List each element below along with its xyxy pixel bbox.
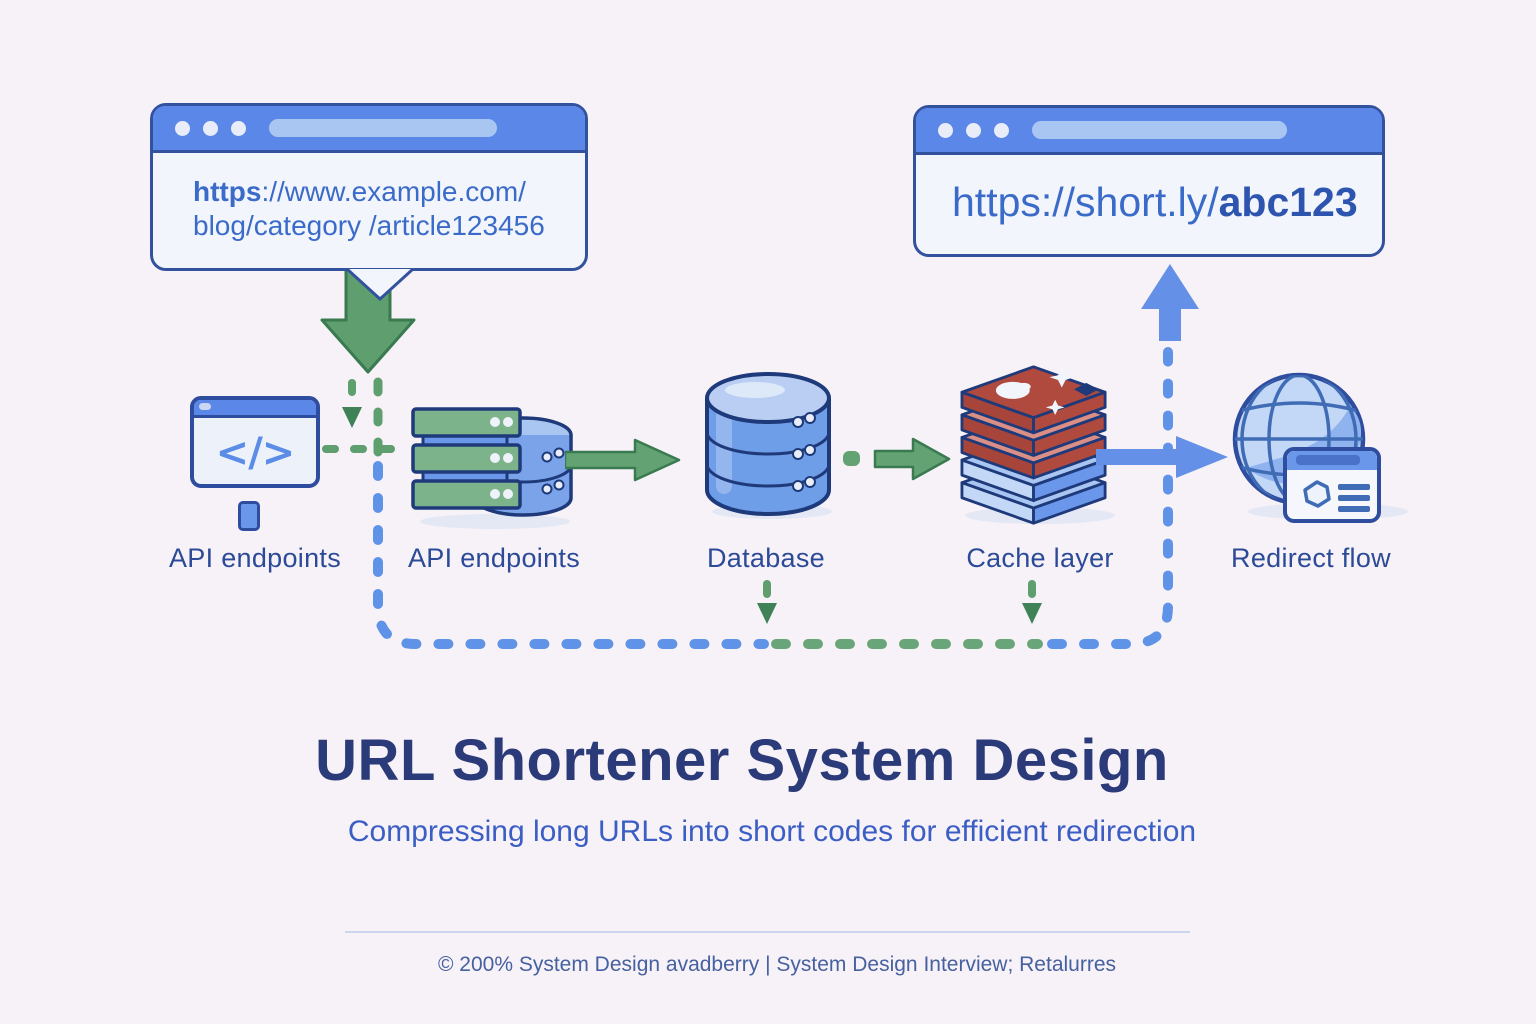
browser-bubble-tail <box>347 269 415 301</box>
window-dot-icon <box>966 122 981 138</box>
browser-titlebar <box>153 106 585 153</box>
window-dot-icon <box>175 120 190 136</box>
window-dot-icon <box>203 120 218 136</box>
green-dashed-down-arrow-left <box>342 379 362 428</box>
long-url-browser-window: https://www.example.com/ blog/category /… <box>150 103 588 271</box>
blue-dashed-loop-left <box>373 461 769 649</box>
green-dashed-down-arrow-cache <box>1022 580 1042 624</box>
window-dot-icon <box>231 120 246 136</box>
node-label-cache-layer: Cache layer <box>966 543 1114 573</box>
server-stack-icon <box>411 407 573 517</box>
url-scheme: https <box>193 176 262 207</box>
node-label-redirect-flow: Redirect flow <box>1231 543 1391 573</box>
green-dashed-down-arrow-database <box>757 580 777 624</box>
code-window-titlebar <box>194 400 316 418</box>
address-bar-pill <box>1032 121 1287 139</box>
code-glyph: </> <box>215 430 296 476</box>
blue-dashed-loop-right <box>1047 347 1173 649</box>
database-cylinder-icon <box>705 372 831 516</box>
page-subtitle: Compressing long URLs into short codes f… <box>347 815 1197 848</box>
short-url-browser-window: https://short.ly/abc123 <box>913 105 1385 257</box>
address-bar-pill <box>269 119 497 137</box>
green-arrow-to-database <box>565 438 681 482</box>
window-dot-icon <box>994 122 1009 138</box>
node-label-api-endpoints-2: API endpoints <box>407 543 581 573</box>
url-line1: ://www.example.com/ <box>261 176 526 207</box>
footer-divider <box>345 931 1190 933</box>
window-dot-icon <box>938 122 953 138</box>
browser-titlebar <box>916 108 1382 155</box>
shadow <box>420 514 570 529</box>
footer-credit: © 200% System Design avadberry | System … <box>437 953 1117 976</box>
blue-up-arrow <box>1141 264 1199 341</box>
long-url-text: https://www.example.com/ blog/category /… <box>153 153 585 243</box>
green-arrow-to-cache <box>843 437 951 481</box>
cache-stack-icon <box>960 365 1107 525</box>
code-window-icon: </> <box>190 396 320 488</box>
node-label-api-endpoints-1: API endpoints <box>168 543 342 573</box>
url-line2: blog/category /article123456 <box>193 210 545 241</box>
short-url-prefix: https://short.ly/ <box>952 179 1219 225</box>
short-url-code: abc123 <box>1218 179 1358 225</box>
redirect-card-icon <box>1283 447 1381 523</box>
code-window-stand <box>238 501 260 531</box>
node-label-database: Database <box>707 543 825 573</box>
short-url-text: https://short.ly/abc123 <box>916 155 1382 226</box>
blue-arrow-to-redirect <box>1096 436 1228 478</box>
page-title: URL Shortener System Design <box>315 728 1169 793</box>
